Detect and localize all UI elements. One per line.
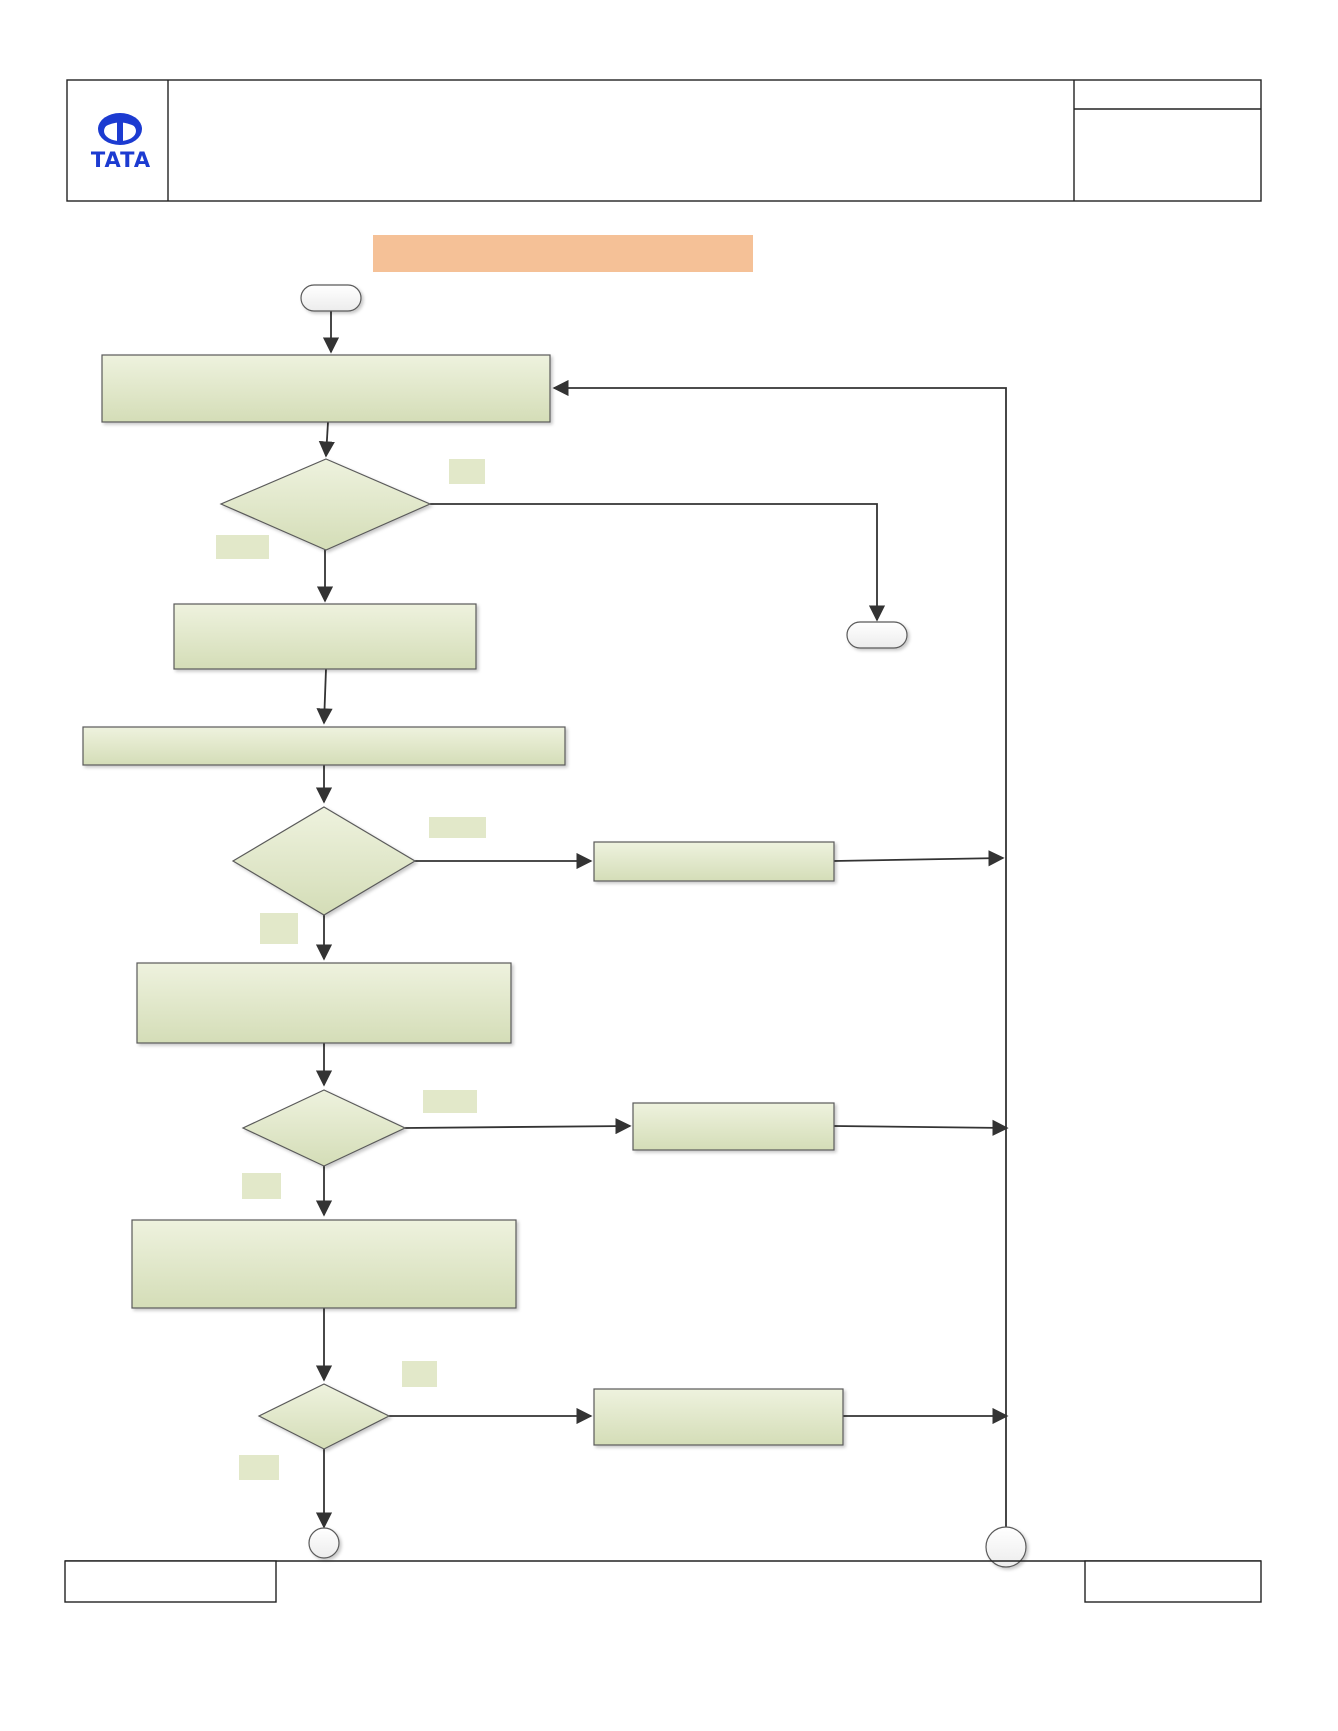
- tata-logo-icon: TATA: [91, 113, 151, 172]
- decision-diamond-3: [241, 1089, 407, 1167]
- offpage-connector-loop: [985, 1526, 1027, 1568]
- decision-diamond-2: [231, 806, 417, 916]
- connector-diamond3-to-box6: [404, 1118, 632, 1135]
- process-box-2: [173, 603, 477, 670]
- process-box-6: [632, 1102, 835, 1151]
- start-terminator: [300, 284, 362, 312]
- process-box-7: [131, 1219, 517, 1309]
- document-header: TATA: [66, 79, 1262, 202]
- connector-box2-to-box3: [316, 668, 333, 725]
- connector-box1-to-diamond1: [318, 421, 335, 458]
- document-footer: [64, 1560, 1262, 1603]
- footer-right-box: [1084, 1560, 1262, 1603]
- branch-label-tag: [429, 817, 486, 838]
- footer-left-box: [64, 1560, 277, 1603]
- branch-label-tag: [449, 459, 485, 484]
- branch-label-tag: [242, 1173, 281, 1199]
- connector-box6-to-loop: [833, 1119, 1009, 1136]
- process-box-5: [136, 962, 512, 1044]
- branch-label-tag: [239, 1455, 279, 1480]
- branch-label-tag: [402, 1361, 437, 1387]
- process-box-8: [593, 1388, 844, 1446]
- branch-label-tag: [216, 535, 269, 559]
- connector-box4-to-loop: [833, 850, 1005, 867]
- branch-label-tag: [423, 1090, 477, 1113]
- connector-diamond1-to-end: [430, 503, 886, 622]
- process-box-3: [82, 726, 566, 766]
- connector-loop-back-to-box1: [552, 379, 1007, 1529]
- connector-lines: [315, 311, 1009, 1529]
- branch-label-tag: [260, 913, 298, 944]
- process-box-4: [593, 841, 835, 882]
- process-box-1: [101, 354, 551, 423]
- flowchart-title-bar: [373, 235, 753, 272]
- logo-wordmark: TATA: [91, 148, 151, 172]
- decision-diamond-4: [257, 1383, 391, 1450]
- offpage-connector-down: [308, 1527, 340, 1559]
- decision-diamond-1: [219, 458, 432, 551]
- end-terminator: [846, 621, 908, 649]
